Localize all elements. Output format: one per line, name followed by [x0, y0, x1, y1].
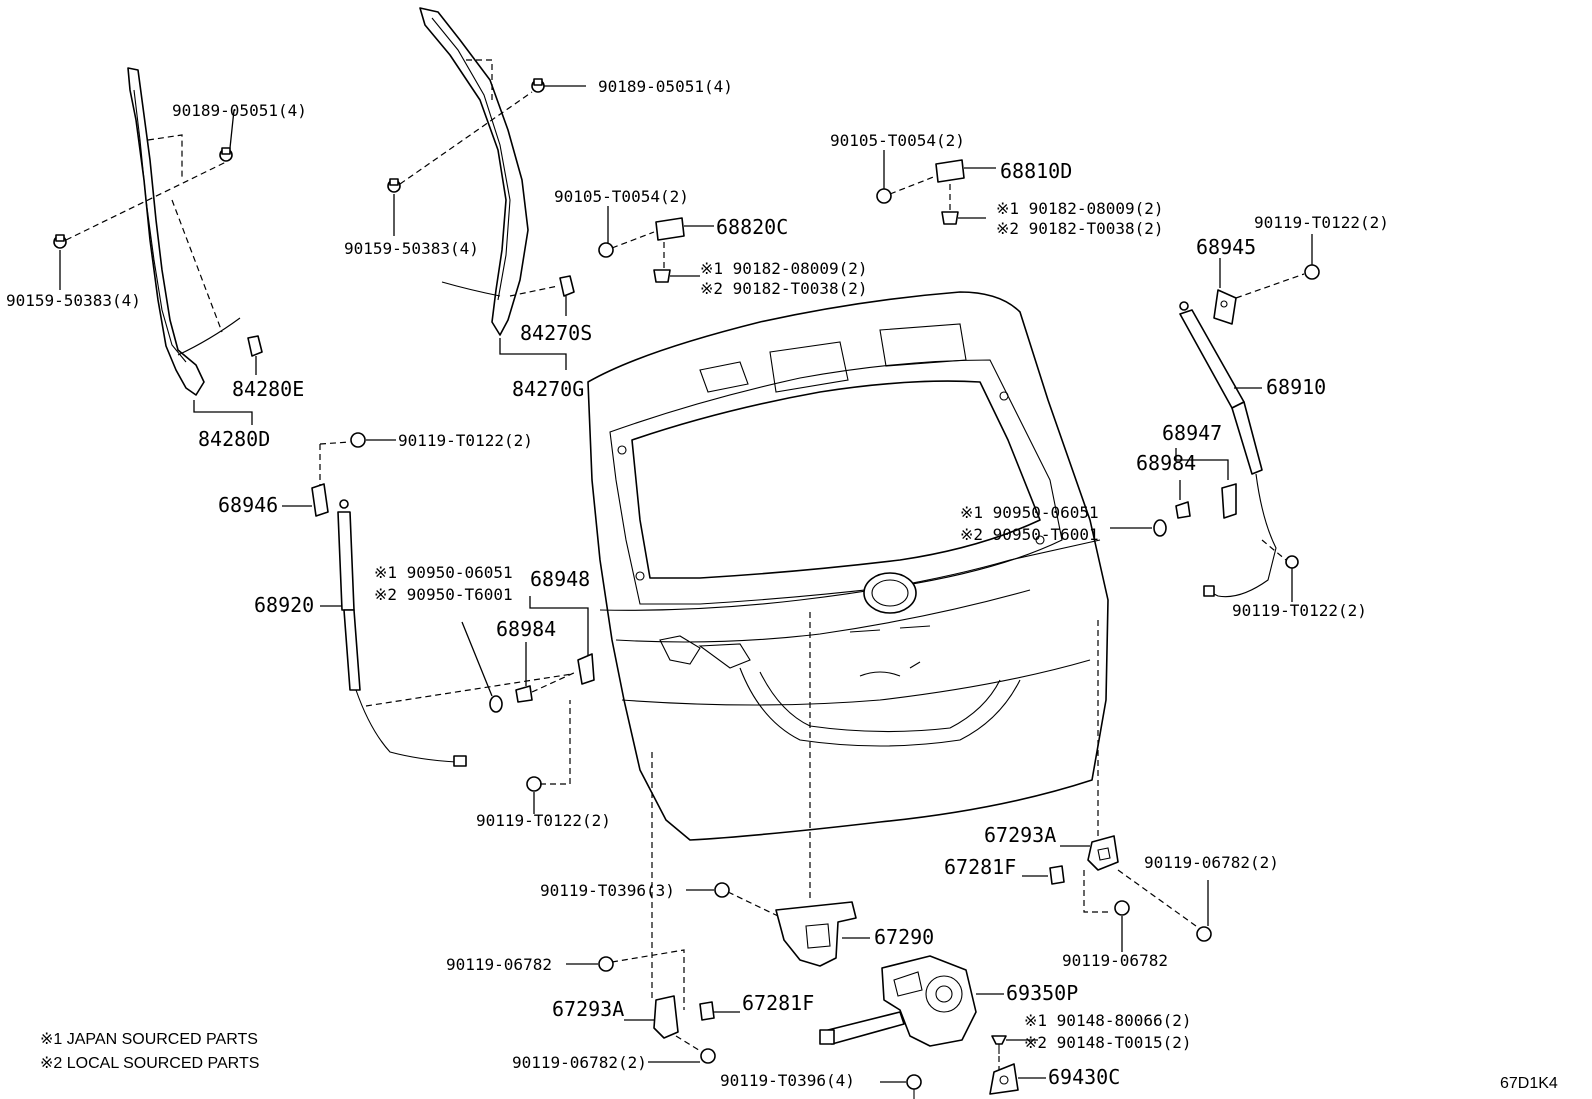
clip-84280e [247, 335, 263, 357]
label-67281f-l: 67281F [742, 991, 814, 1015]
label-67281f-r: 67281F [944, 855, 1016, 879]
label-90119-06782-r2: 90119-06782(2) [1144, 853, 1279, 872]
label-68948: 68948 [530, 567, 590, 591]
plug-90950-r [1153, 519, 1167, 537]
label-90159-left: 90159-50383(4) [6, 291, 141, 310]
bracket-68947 [1221, 483, 1237, 519]
screw-90148 [991, 1035, 1007, 1054]
bolt-90119-tl [350, 432, 366, 448]
label-90119-06782-r: 90119-06782 [1062, 951, 1168, 970]
label-68984-r: 68984 [1136, 451, 1196, 475]
cushion-68984-r [1175, 501, 1191, 519]
strut-68910 [1179, 301, 1277, 598]
clip-84270s [559, 275, 575, 297]
label-90182-b2: ※2 90182-T0038(2) [996, 219, 1164, 238]
label-90105-a: 90105-T0054(2) [554, 187, 689, 206]
bolt-90119-r2 [1285, 555, 1299, 569]
label-90182-a2: ※2 90182-T0038(2) [700, 279, 868, 298]
striker-67293a-r [1087, 835, 1119, 871]
bolt-90119-t0396-4 [906, 1074, 922, 1099]
label-90189-left: 90189-05051(4) [172, 101, 307, 120]
bolt-90119-06782-r2 [1196, 926, 1212, 942]
label-68910: 68910 [1266, 375, 1326, 399]
label-90950-l2: ※2 90950-T6001 [374, 585, 513, 604]
label-90105-b: 90105-T0054(2) [830, 131, 965, 150]
clip-90159-mid [387, 178, 401, 193]
label-90119-t0396-4: 90119-T0396(4) [720, 1071, 855, 1090]
label-67290: 67290 [874, 925, 934, 949]
label-90182-b1: ※1 90182-08009(2) [996, 199, 1164, 218]
label-90119-tr: 90119-T0122(2) [1254, 213, 1389, 232]
label-90159-mid: 90159-50383(4) [344, 239, 479, 258]
clip-90189-left [219, 147, 233, 162]
label-90950-r1: ※1 90950-06051 [960, 503, 1099, 522]
label-67293a-l: 67293A [552, 997, 624, 1021]
clip-90189-mid [531, 78, 545, 93]
label-68946: 68946 [218, 493, 278, 517]
bolt-90119-bl [526, 776, 542, 792]
cushion-68984-l [515, 685, 533, 703]
strut-68920 [337, 499, 467, 767]
striker-67293a-l [653, 995, 679, 1039]
label-68945: 68945 [1196, 235, 1256, 259]
figure-code: 67D1K4 [1500, 1075, 1558, 1092]
cushion-67281f-l [699, 1001, 715, 1021]
label-90119-t0396-3: 90119-T0396(3) [540, 881, 675, 900]
bolt-90119-06782-l2 [700, 1048, 716, 1064]
label-90148-2: ※2 90148-T0015(2) [1024, 1033, 1192, 1052]
bracket-68945 [1213, 289, 1237, 325]
label-67293a-r: 67293A [984, 823, 1056, 847]
bolt-90119-tr [1304, 264, 1320, 280]
label-90950-l1: ※1 90950-06051 [374, 563, 513, 582]
label-90119-bl: 90119-T0122(2) [476, 811, 611, 830]
label-68947: 68947 [1162, 421, 1222, 445]
bolt-90119-06782-r [1114, 900, 1130, 916]
label-69430c: 69430C [1048, 1065, 1120, 1089]
bracket-68810d [876, 159, 965, 225]
label-90119-r2: 90119-T0122(2) [1232, 601, 1367, 620]
bolt-90119-t0396-3 [714, 882, 730, 898]
clip-90159-left [53, 234, 67, 249]
label-68820c: 68820C [716, 215, 788, 239]
label-84270s: 84270S [520, 321, 592, 345]
label-84270g: 84270G [512, 377, 584, 401]
note-local-sourced: ※2 LOCAL SOURCED PARTS [40, 1055, 259, 1072]
label-90950-r2: ※2 90950-T6001 [960, 525, 1099, 544]
label-90119-06782-l: 90119-06782 [446, 955, 552, 974]
bracket-68946 [311, 483, 329, 517]
closer-motor-69350p [819, 955, 977, 1047]
plug-90950-l [489, 695, 503, 713]
note-japan-sourced: ※1 JAPAN SOURCED PARTS [40, 1031, 258, 1048]
label-69350p: 69350P [1006, 981, 1078, 1005]
label-90189-mid: 90189-05051(4) [598, 77, 733, 96]
label-68920: 68920 [254, 593, 314, 617]
bracket-68948 [577, 653, 595, 685]
latch-67290 [775, 901, 857, 967]
bolt-90119-06782-l [598, 956, 614, 972]
label-90119-tl: 90119-T0122(2) [398, 431, 533, 450]
label-90182-a1: ※1 90182-08009(2) [700, 259, 868, 278]
label-84280e: 84280E [232, 377, 304, 401]
bracket-69430c [989, 1063, 1019, 1095]
weatherstrip-84280d [127, 67, 241, 396]
label-68810d: 68810D [1000, 159, 1072, 183]
weatherstrip-84270g [419, 7, 529, 336]
label-90148-1: ※1 90148-80066(2) [1024, 1011, 1192, 1030]
cushion-67281f-r [1049, 865, 1065, 885]
label-90119-06782-l2: 90119-06782(2) [512, 1053, 647, 1072]
label-68984-l: 68984 [496, 617, 556, 641]
bracket-68820c [598, 217, 685, 283]
back-door-panel [587, 291, 1109, 841]
label-84280d: 84280D [198, 427, 270, 451]
